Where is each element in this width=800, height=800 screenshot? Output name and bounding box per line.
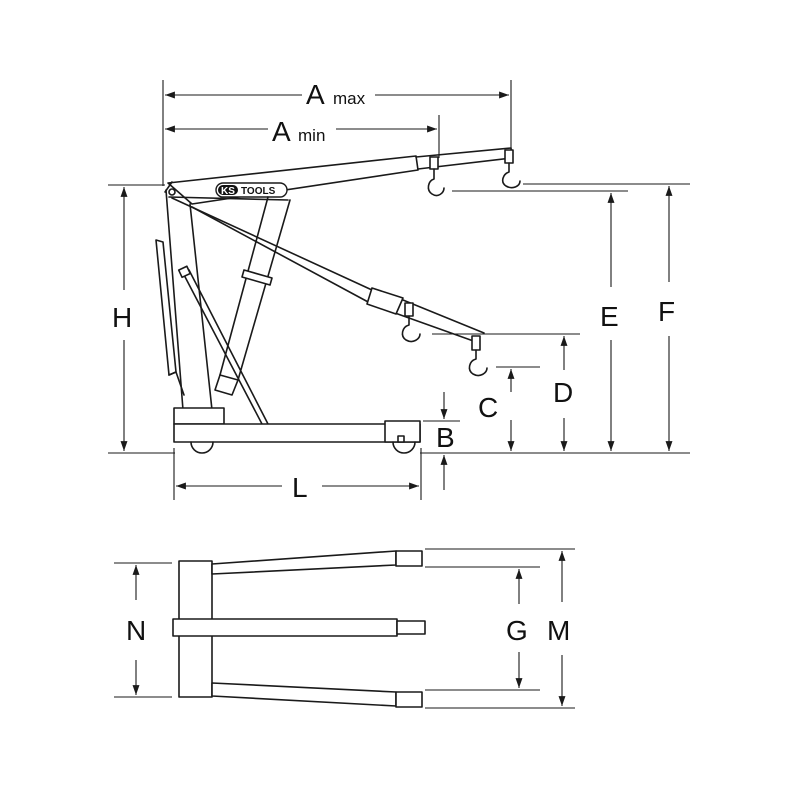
brand-logo: KS TOOLS: [215, 182, 288, 198]
mast: [155, 189, 485, 425]
label-c: C: [478, 392, 498, 423]
side-view: A max A min KS TOOLS: [108, 79, 690, 503]
lower-hooks: [401, 302, 488, 377]
label-a: A: [272, 116, 291, 147]
logo-tools-text: TOOLS: [241, 186, 276, 197]
label-f: F: [658, 296, 675, 327]
logo-ks-text: KS: [221, 186, 235, 197]
upper-hooks: [427, 149, 521, 197]
upper-boom: [164, 147, 513, 205]
top-view: N G M: [114, 548, 575, 709]
dimension-c: C: [478, 366, 540, 451]
dimension-d: D: [432, 333, 580, 451]
label-m: M: [547, 615, 570, 646]
dimension-h: H: [108, 184, 175, 454]
dimension-n: N: [114, 562, 172, 698]
dimension-b: B: [423, 392, 460, 490]
label-b: B: [436, 422, 455, 453]
lower-leg: [211, 682, 397, 707]
label-l: L: [292, 472, 308, 503]
dimension-a-max: A max: [162, 79, 512, 186]
label-g: G: [506, 615, 528, 646]
upper-leg: [211, 550, 397, 575]
dimension-m: M: [425, 548, 575, 709]
dimension-l: L: [173, 448, 422, 503]
label-a-min-suffix: min: [298, 126, 325, 145]
dimension-f: F: [523, 183, 690, 451]
chassis: [173, 407, 421, 454]
label-n: N: [126, 615, 146, 646]
label-h: H: [112, 302, 132, 333]
dimension-a-min: A min: [165, 115, 440, 158]
label-e: E: [600, 301, 619, 332]
dimension-g: G: [425, 566, 540, 691]
label-a-max-suffix: max: [333, 89, 366, 108]
dimension-e: E: [452, 190, 628, 451]
center-spine: [172, 618, 398, 637]
label-a: A: [306, 79, 325, 110]
label-d: D: [553, 377, 573, 408]
